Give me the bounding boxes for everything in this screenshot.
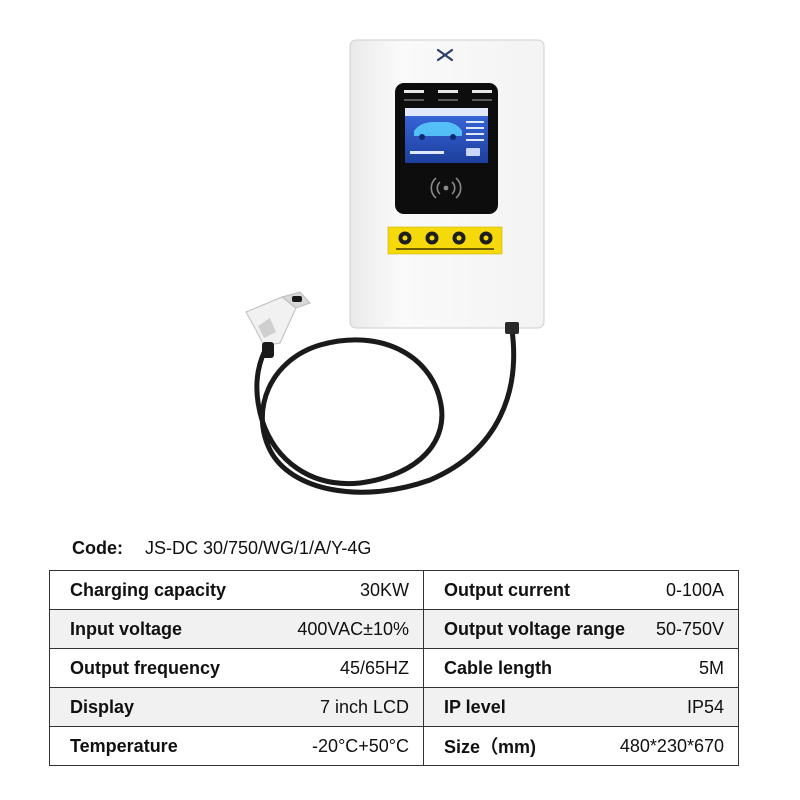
table-row: Display 7 inch LCD IP level IP54 bbox=[49, 687, 739, 727]
spec-key: Output voltage range bbox=[444, 618, 626, 639]
lcd-display bbox=[405, 108, 488, 163]
rfid-icon bbox=[430, 177, 462, 199]
warning-label bbox=[387, 226, 503, 255]
spec-key: Cable length bbox=[444, 657, 553, 678]
spec-key: Charging capacity bbox=[70, 579, 227, 600]
spec-key: Output current bbox=[444, 579, 570, 600]
charger-product-image bbox=[245, 39, 545, 495]
code-value: JS-DC 30/750/WG/1/A/Y-4G bbox=[145, 538, 372, 558]
spec-value: 5M bbox=[698, 657, 724, 678]
spec-key: Display bbox=[70, 696, 135, 717]
spec-value: 45/65HZ bbox=[339, 657, 409, 678]
spec-value: 7 inch LCD bbox=[319, 696, 409, 717]
spec-value: IP54 bbox=[686, 696, 724, 717]
spec-value: -20°C+50°C bbox=[312, 735, 409, 756]
spec-value: 400VAC±10% bbox=[297, 618, 409, 639]
spec-value: 50-750V bbox=[655, 618, 724, 639]
charger-body bbox=[349, 39, 545, 329]
spec-key: Temperature bbox=[70, 735, 178, 756]
spec-key: Output frequency bbox=[70, 657, 221, 678]
charging-cable bbox=[254, 327, 517, 495]
warning-icon bbox=[398, 231, 493, 245]
model-code: Code: JS-DC 30/750/WG/1/A/Y-4G bbox=[72, 538, 371, 559]
table-row: Input voltage 400VAC±10% Output voltage r… bbox=[49, 609, 739, 649]
spec-key: Size（mm) bbox=[444, 737, 537, 757]
spec-value: 30KW bbox=[359, 579, 409, 600]
logo-icon bbox=[436, 48, 454, 62]
table-row: Temperature -20°C+50°C Size（mm) 480*230*67… bbox=[49, 726, 739, 766]
spec-table: Charging capacity 30KW Output current 0-10… bbox=[49, 570, 739, 766]
table-row: Charging capacity 30KW Output current 0-10… bbox=[49, 570, 739, 610]
spec-key: IP level bbox=[444, 696, 506, 717]
charger-plug-icon bbox=[245, 291, 311, 358]
spec-value: 0-100A bbox=[665, 579, 724, 600]
spec-key: Input voltage bbox=[70, 618, 182, 639]
spec-value: 480*230*670 bbox=[619, 735, 724, 756]
cable-gland bbox=[505, 322, 519, 334]
code-label: Code: bbox=[72, 538, 123, 558]
table-row: Output frequency 45/65HZ Cable length 5M bbox=[49, 648, 739, 688]
